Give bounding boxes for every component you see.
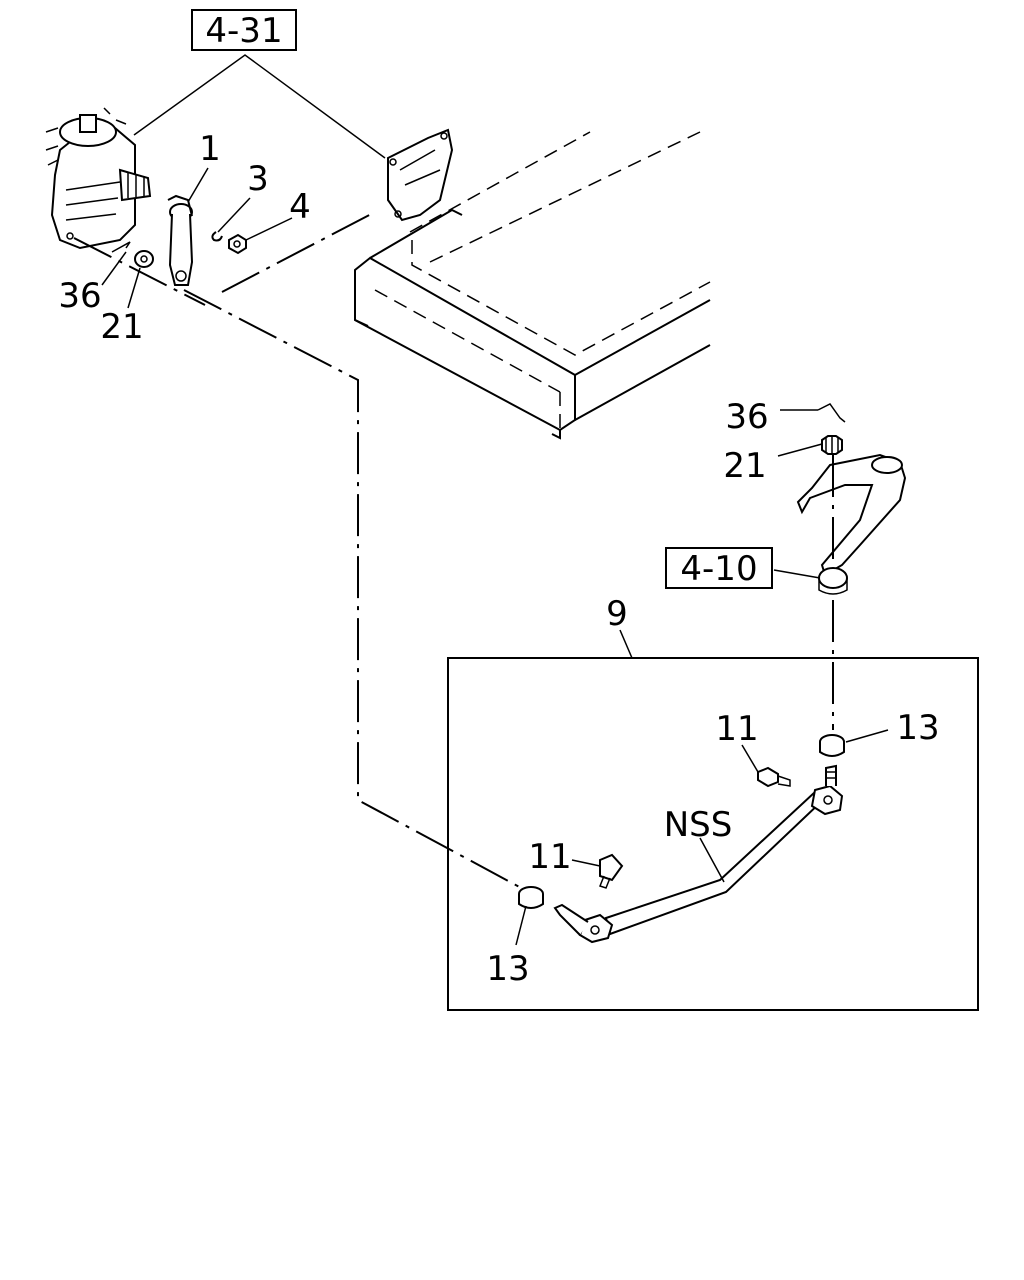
callout-4: 4 <box>289 187 311 227</box>
callout-3: 3 <box>247 159 269 199</box>
callout-21-right: 21 <box>723 446 766 486</box>
ref-label-4-31: 4-31 <box>205 11 282 51</box>
drag-link <box>553 764 844 944</box>
steering-gear-box <box>45 107 152 250</box>
callout-9: 9 <box>606 594 628 634</box>
ref-label-4-10: 4-10 <box>680 549 757 589</box>
castle-nut-21-right <box>821 435 843 455</box>
assembly-line-frame <box>221 211 376 293</box>
idler-arm <box>796 453 907 595</box>
dust-seal-13-right <box>819 734 845 757</box>
dust-seal-13-lower <box>518 886 544 909</box>
washer-3 <box>211 231 223 242</box>
tie-rod-assembly-box <box>447 657 979 1011</box>
nut-4 <box>228 233 247 255</box>
callout-13-right: 13 <box>896 708 939 748</box>
ref-box-4-10 <box>665 547 773 589</box>
pitman-arm <box>167 194 194 286</box>
callout-11-lower: 11 <box>528 837 571 877</box>
ref-box-4-31 <box>191 9 297 51</box>
leader-lines <box>101 54 889 946</box>
callout-nss: NSS <box>664 805 733 845</box>
grease-fitting-11-lower <box>599 853 624 889</box>
cotter-pin-36-right <box>817 403 846 423</box>
assembly-line-left <box>183 289 526 891</box>
grease-fitting-11-upper <box>757 766 791 788</box>
frame-rail <box>354 131 711 440</box>
callout-11-upper: 11 <box>715 709 758 749</box>
callout-36-upper: 36 <box>58 276 101 316</box>
frame-bracket <box>387 128 454 222</box>
callout-36-right: 36 <box>725 397 768 437</box>
castle-nut-21-upper <box>134 250 154 268</box>
callout-13-lower: 13 <box>486 949 529 989</box>
cotter-pin-36-upper <box>111 241 131 253</box>
callout-1: 1 <box>199 129 221 169</box>
callout-21-upper: 21 <box>100 307 143 347</box>
